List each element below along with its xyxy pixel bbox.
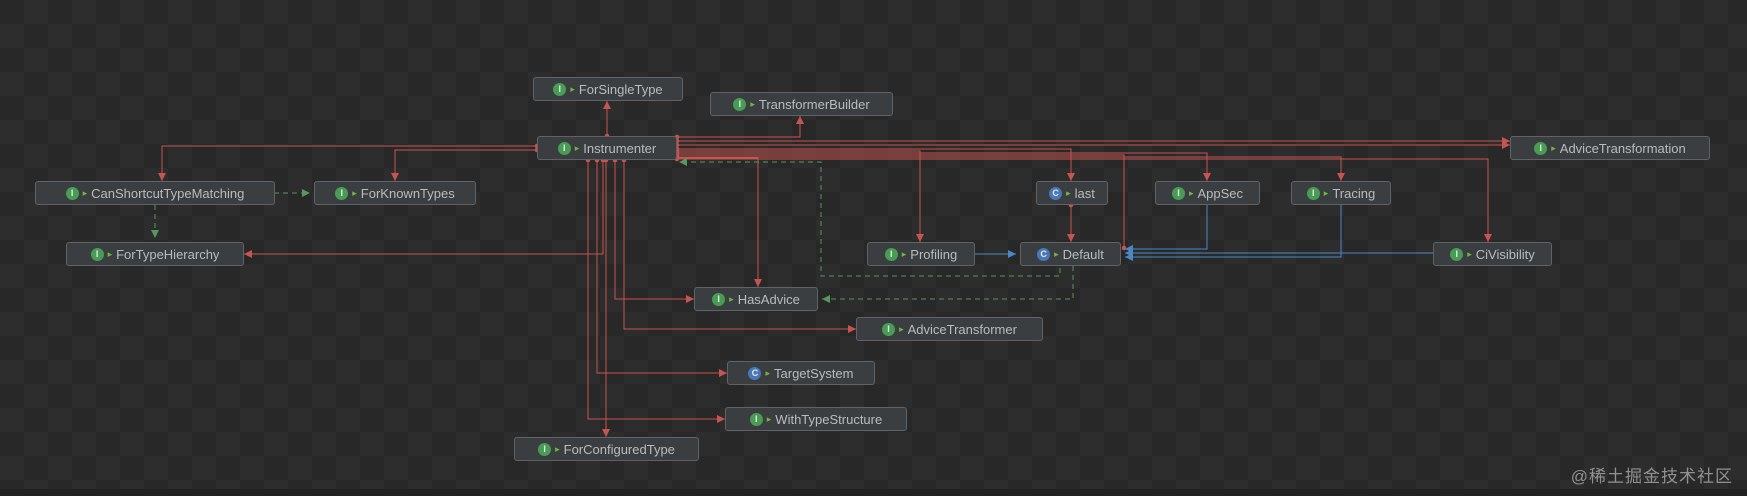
node-for-single-type[interactable]: I▸ForSingleType xyxy=(533,77,683,101)
node-label: WithTypeStructure xyxy=(775,411,883,427)
edge-endpoint-dot xyxy=(1121,245,1127,251)
node-last[interactable]: C▸last xyxy=(1036,181,1108,205)
node-label: CiVisibility xyxy=(1475,246,1535,262)
node-with-type-structure[interactable]: I▸WithTypeStructure xyxy=(725,407,907,431)
node-label: ForTypeHierarchy xyxy=(116,246,220,262)
edge-instrumenter-to-profiling[interactable] xyxy=(677,150,924,242)
horizontal-scrollbar[interactable] xyxy=(0,489,1747,496)
interface-icon: I xyxy=(538,442,552,456)
modifier-icon: ▸ xyxy=(352,188,357,198)
node-for-known-types[interactable]: I▸ForKnownTypes xyxy=(314,181,476,205)
modifier-icon: ▸ xyxy=(1054,249,1059,259)
node-transformer-builder[interactable]: I▸TransformerBuilder xyxy=(710,92,893,116)
modifier-icon: ▸ xyxy=(899,324,904,334)
node-label: Instrumenter xyxy=(583,140,657,156)
interface-icon: I xyxy=(712,292,726,306)
interface-icon: I xyxy=(1450,247,1464,261)
node-tracing[interactable]: I▸Tracing xyxy=(1291,181,1391,205)
node-label: ForConfiguredType xyxy=(563,441,675,457)
node-label: ForKnownTypes xyxy=(360,185,455,201)
modifier-icon: ▸ xyxy=(1551,143,1556,153)
class-icon: C xyxy=(748,366,762,380)
node-label: Default xyxy=(1062,246,1104,262)
modifier-icon: ▸ xyxy=(570,84,575,94)
interface-icon: I xyxy=(65,186,79,200)
edge-instrumenter-to-hasadvice-left[interactable] xyxy=(614,160,694,303)
interface-icon: I xyxy=(553,82,567,96)
modifier-icon: ▸ xyxy=(1323,188,1329,198)
interface-icon: I xyxy=(1306,186,1320,200)
modifier-icon: ▸ xyxy=(1188,188,1194,198)
node-ci-visibility[interactable]: I▸CiVisibility xyxy=(1433,242,1552,266)
node-label: last xyxy=(1074,185,1095,201)
edge-instrumenter-to-tracing[interactable] xyxy=(677,156,1345,181)
edge-instrumenter-to-transformerbuilder[interactable] xyxy=(677,116,804,138)
modifier-icon: ▸ xyxy=(765,368,771,378)
modifier-icon: ▸ xyxy=(107,249,113,259)
modifier-icon: ▸ xyxy=(766,414,772,424)
node-label: AdviceTransformation xyxy=(1559,140,1686,156)
node-label: Profiling xyxy=(910,246,958,262)
node-for-configured-type[interactable]: I▸ForConfiguredType xyxy=(514,437,699,461)
node-label: AppSec xyxy=(1197,185,1244,201)
node-label: AdviceTransformer xyxy=(907,321,1017,337)
interface-icon: I xyxy=(557,141,571,155)
interface-icon: I xyxy=(884,247,898,261)
class-icon: C xyxy=(1037,247,1051,261)
node-has-advice[interactable]: I▸HasAdvice xyxy=(694,287,818,311)
edge-instrumenter-to-hasadvice-top[interactable] xyxy=(677,157,762,287)
modifier-icon: ▸ xyxy=(901,249,907,259)
interface-icon: I xyxy=(882,322,896,336)
edge-instrumenter-to-last[interactable] xyxy=(677,148,1075,181)
interface-icon: I xyxy=(335,186,349,200)
watermark-text: @稀土掘金技术社区 xyxy=(1570,467,1733,486)
node-label: ForSingleType xyxy=(578,81,663,97)
edge-instrumenter-to-targetsystem[interactable] xyxy=(596,160,727,377)
edge-instrumenter-to-advicetransformer[interactable] xyxy=(623,160,856,333)
edge-instrumenter-to-civisibility[interactable] xyxy=(677,158,1492,242)
modifier-icon: ▸ xyxy=(574,143,580,153)
edge-instrumenter-to-fortypehierarchy[interactable] xyxy=(244,160,604,258)
node-can-shortcut-type-matching[interactable]: I▸CanShortcutTypeMatching xyxy=(35,181,275,205)
node-profiling[interactable]: I▸Profiling xyxy=(867,242,975,266)
interface-icon: I xyxy=(733,97,747,111)
modifier-icon: ▸ xyxy=(1066,188,1071,198)
node-label: TransformerBuilder xyxy=(758,96,870,112)
node-advice-transformer[interactable]: I▸AdviceTransformer xyxy=(856,317,1043,341)
modifier-icon: ▸ xyxy=(555,444,560,454)
edge-instrumenter-to-canshortcuttypematching[interactable] xyxy=(158,145,537,181)
node-default[interactable]: C▸Default xyxy=(1020,242,1121,266)
modifier-icon: ▸ xyxy=(750,99,755,109)
node-label: TargetSystem xyxy=(774,365,854,381)
node-instrumenter[interactable]: I▸Instrumenter xyxy=(537,136,677,160)
modifier-icon: ▸ xyxy=(729,294,734,304)
edge-instrumenter-to-withtypestructure[interactable] xyxy=(587,160,725,423)
interface-icon: I xyxy=(90,247,104,261)
node-target-system[interactable]: C▸TargetSystem xyxy=(727,361,875,385)
node-advice-transformation[interactable]: I▸AdviceTransformation xyxy=(1510,136,1710,160)
node-label: HasAdvice xyxy=(737,291,800,307)
node-label: Tracing xyxy=(1332,185,1376,201)
node-app-sec[interactable]: I▸AppSec xyxy=(1155,181,1260,205)
edge-tracing-to-default[interactable] xyxy=(1125,205,1342,261)
modifier-icon: ▸ xyxy=(1467,249,1472,259)
edge-appsec-to-default[interactable] xyxy=(1125,205,1208,253)
edge-instrumenter-to-default[interactable] xyxy=(677,154,1125,248)
modifier-icon: ▸ xyxy=(82,188,88,198)
interface-icon: I xyxy=(749,412,763,426)
class-icon: C xyxy=(1049,186,1063,200)
edge-default-to-instrumenter[interactable] xyxy=(679,158,1061,277)
node-for-type-hierarchy[interactable]: I▸ForTypeHierarchy xyxy=(66,242,244,266)
edge-instrumenter-to-appsec[interactable] xyxy=(677,152,1211,181)
node-label: CanShortcutTypeMatching xyxy=(91,185,245,201)
interface-icon: I xyxy=(1171,186,1185,200)
interface-icon: I xyxy=(1534,141,1548,155)
edge-instrumenter-to-forknowntypes[interactable] xyxy=(391,149,537,181)
edge-default-to-hasadvice[interactable] xyxy=(822,266,1074,303)
